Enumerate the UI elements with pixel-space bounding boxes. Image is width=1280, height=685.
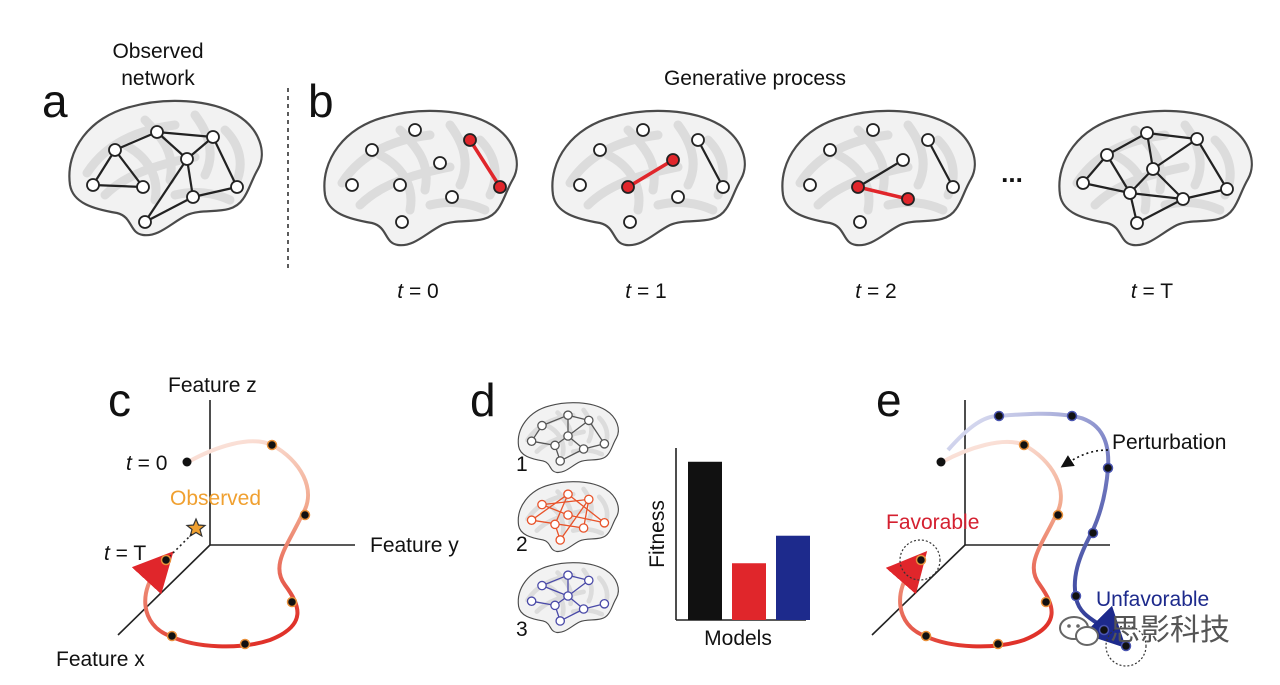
observed-network-brain — [69, 101, 261, 235]
panel-letter-b: b — [308, 75, 334, 127]
brain-t0 — [324, 111, 516, 245]
trajectory-c — [131, 439, 310, 649]
model-brain-3 — [518, 563, 618, 633]
trajectory-node-c6 — [160, 554, 172, 566]
red-node-e3 — [1040, 596, 1052, 608]
fitness-bar-chart: Fitness Models — [646, 448, 810, 650]
model-number-3: 3 — [516, 618, 528, 641]
favorable-highlight-circle — [899, 539, 941, 581]
unfavorable-label: Unfavorable — [1096, 588, 1209, 611]
start-point-c — [182, 457, 192, 467]
model-brain-1 — [518, 403, 618, 473]
blue-node-e2 — [1066, 410, 1078, 422]
axis-label-feature-y: Feature y — [370, 534, 459, 557]
blue-node-e1 — [993, 410, 1005, 422]
blue-node-e7 — [1120, 640, 1132, 652]
blue-node-e4 — [1087, 527, 1099, 539]
panel-a-title-line2: network — [121, 67, 195, 90]
model-number-1: 1 — [516, 453, 528, 476]
trajectory-node-c1 — [266, 439, 278, 451]
axis-label-feature-z: Feature z — [168, 374, 257, 397]
start-point-e — [936, 457, 946, 467]
brain-tT — [1059, 111, 1251, 245]
panel-letter-e: e — [876, 374, 902, 426]
panel-b: b Generative process — [308, 67, 1252, 303]
model-brain-2 — [518, 482, 618, 552]
bar-model-2 — [732, 563, 766, 620]
axis-label-feature-x: Feature x — [56, 648, 145, 671]
chart-ylabel: Fitness — [646, 500, 669, 568]
red-node-e4 — [992, 638, 1004, 650]
red-node-e5 — [920, 630, 932, 642]
time-label-T: t = T — [1131, 280, 1173, 303]
brain-t1 — [552, 111, 744, 245]
panel-a-title-line1: Observed — [112, 40, 203, 63]
panel-a: a Observed network — [42, 40, 262, 235]
trajectory-node-c5 — [166, 630, 178, 642]
time-label-1: t = 1 — [625, 280, 666, 303]
trajectory-node-c3 — [286, 596, 298, 608]
time-label-2: t = 2 — [855, 280, 896, 303]
observed-star-icon — [185, 517, 207, 538]
trajectory-node-c2 — [299, 509, 311, 521]
panel-b-title: Generative process — [664, 67, 846, 90]
panel-c: c Feature z Feature y Feature x t = 0 t … — [56, 374, 459, 671]
unfavorable-highlight-circle — [1105, 625, 1147, 667]
brain-t2 — [782, 111, 974, 245]
model-number-2: 2 — [516, 533, 528, 556]
watermark: 思影科技 — [1059, 613, 1230, 648]
perturbation-arrow — [1060, 449, 1109, 468]
blue-node-e3 — [1102, 462, 1114, 474]
perturbation-label: Perturbation — [1112, 431, 1226, 454]
red-node-e6 — [915, 554, 927, 566]
start-label-c: t = 0 — [126, 452, 167, 475]
observed-network-nodes — [86, 125, 244, 229]
axes-3d-c — [117, 400, 355, 636]
blue-node-e5 — [1070, 590, 1082, 602]
favorable-label: Favorable — [886, 511, 979, 534]
bars — [688, 461, 810, 620]
blue-node-e6 — [1098, 624, 1110, 636]
red-node-e1 — [1018, 439, 1030, 451]
panel-letter-d: d — [470, 374, 496, 426]
panel-letter-a: a — [42, 75, 68, 127]
watermark-text: 思影科技 — [1110, 613, 1230, 648]
chart-xlabel: Models — [704, 627, 772, 650]
time-label-0: t = 0 — [397, 280, 438, 303]
observed-label: Observed — [170, 487, 261, 510]
panel-letter-c: c — [108, 374, 131, 426]
ellipsis: ... — [1001, 158, 1023, 188]
favorable-trajectory — [885, 439, 1063, 649]
wechat-icon — [1059, 616, 1099, 646]
bar-model-3 — [776, 535, 810, 620]
red-node-e2 — [1052, 509, 1064, 521]
trajectory-node-c4 — [239, 638, 251, 650]
observed-distance-line — [169, 533, 193, 557]
bar-model-1 — [688, 461, 722, 620]
panel-d: d 1 — [470, 374, 810, 650]
panel-e: e Perturbation Favorable Unfavorable — [871, 374, 1226, 667]
end-label-c: t = T — [104, 542, 146, 565]
